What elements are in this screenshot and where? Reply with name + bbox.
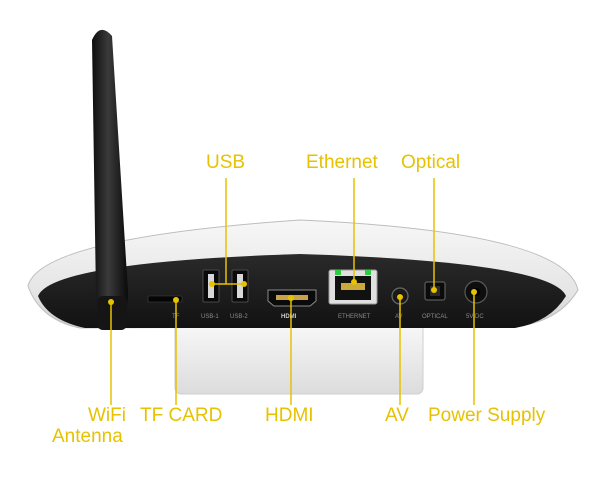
usb1-port-label: USB-1 [201,314,219,320]
usb1-dot [209,281,215,287]
usb2-port-label: USB-2 [230,314,248,320]
tf-card-dot [173,297,179,303]
av-dot [397,294,403,300]
av-callout-label: AV [385,405,409,426]
optical-dot [431,287,437,293]
tf-card-callout-label: TF CARD [140,405,223,426]
callout-dots [108,279,477,305]
usb2-dot [241,281,247,287]
wifi-callout-label-line1: WiFi [88,405,126,426]
power-supply-callout-label: Power Supply [428,405,546,426]
usb-callout-label: USB [206,152,246,173]
av-port-label: AV [395,314,403,320]
hdmi-dot [288,295,294,301]
optical-callout-label: Optical [401,152,461,173]
power-dot [471,289,477,295]
hdmi-port-label: HDMI [281,314,297,320]
optical-port-label: OPTICAL [422,314,448,320]
callout-leaders [110,178,475,405]
device-stand [174,317,424,395]
ethernet-port-label: ETHERNET [338,314,371,320]
antenna-icon [92,29,128,330]
ethernet-callout-label: Ethernet [306,152,378,173]
ethernet-dot [351,279,357,285]
wifi-dot [108,299,114,305]
hdmi-callout-label: HDMI [265,405,314,426]
dc-port-label: 5V DC [466,314,484,320]
ethernet-port: ETHERNET [328,269,378,320]
wifi-callout-label-line2: Antenna [52,426,123,447]
